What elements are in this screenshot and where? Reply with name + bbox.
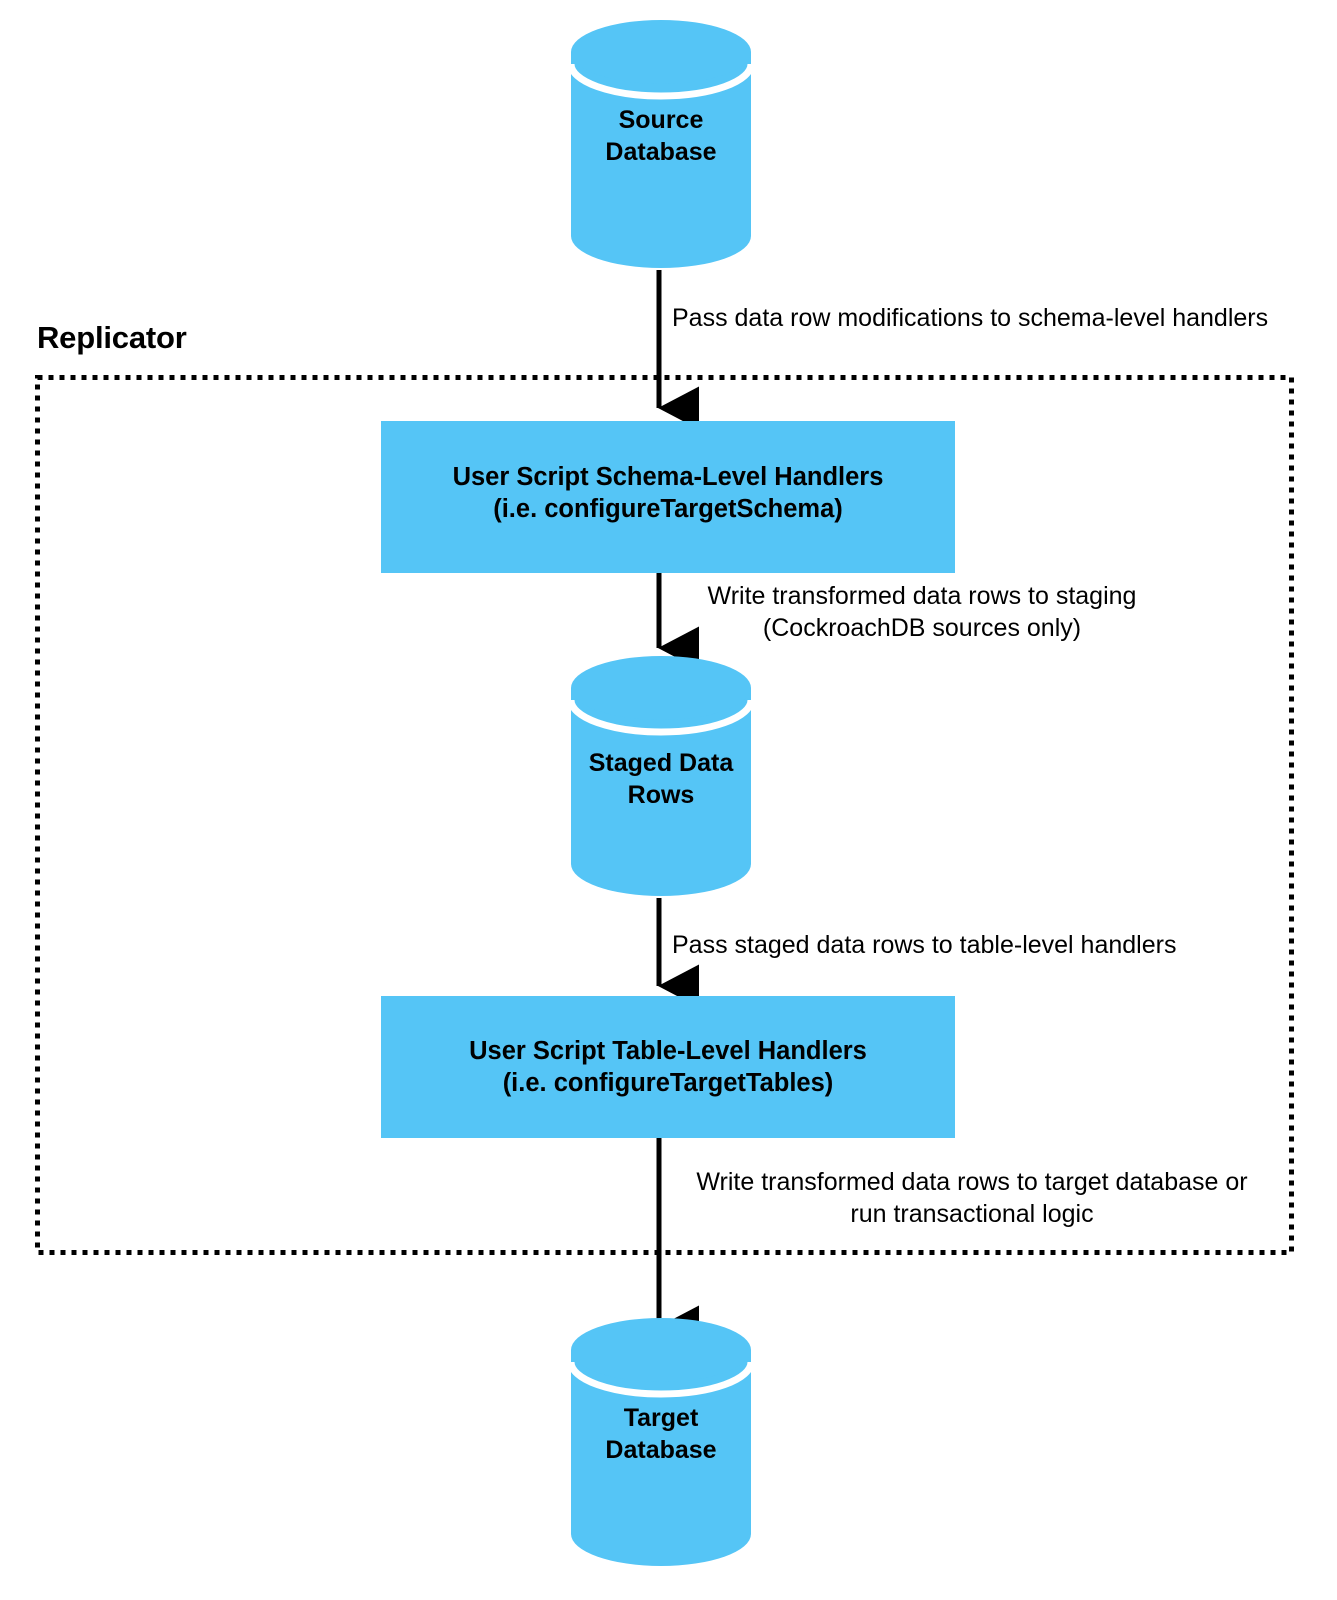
schema-level-handlers-node xyxy=(381,421,955,573)
table-level-handlers-node xyxy=(381,996,955,1138)
replicator-group-title: Replicator xyxy=(37,320,187,355)
staged-data-rows-node xyxy=(567,656,755,896)
source-database-node xyxy=(567,20,755,268)
replicator-group-border xyxy=(35,375,1294,1255)
target-database-node xyxy=(567,1318,755,1566)
